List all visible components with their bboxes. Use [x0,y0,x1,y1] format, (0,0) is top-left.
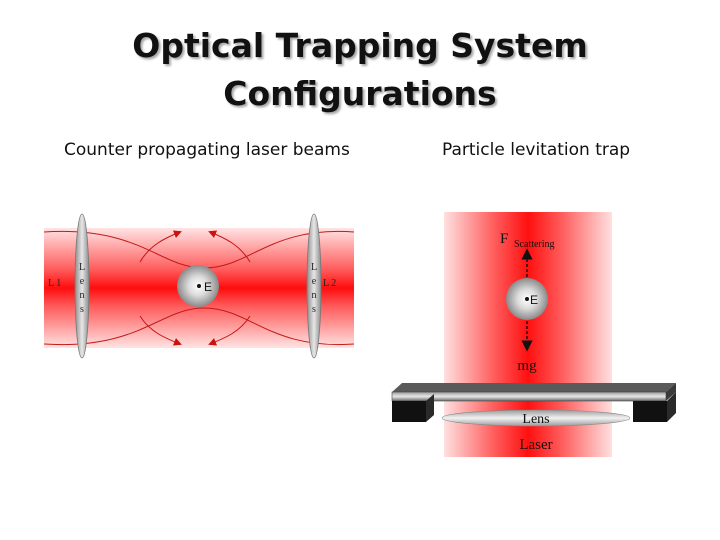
focusing-lens [441,409,631,427]
beam-profile-bottom [43,307,355,346]
stage-leg-left [392,401,426,422]
flow-arrow-top-left [139,230,182,263]
flow-arrow-bottom-left [139,315,182,346]
left-panel-caption: Counter propagating laser beams [64,140,350,160]
laser-label: Laser [519,437,552,453]
counter-propagating-diagram: L e n s L e n s L 1 L 2 E [43,213,355,359]
lens-right-letter-2: e [312,276,317,287]
lens-left-letter-3: n [80,290,85,301]
lens-right-letter-1: L [311,262,317,273]
title-line-2: Configurations [223,74,497,113]
flow-arrow-top-right [208,230,251,263]
lens-left-letter-4: s [80,304,84,315]
stage-leg-left-side [426,394,434,422]
stage-plate-side [666,383,676,401]
particle-left-dot [197,284,201,288]
particle-left-label: E [204,280,212,294]
lens-right-letter-4: s [312,304,316,315]
lens-left-letter-2: e [80,276,85,287]
levitation-trap-diagram: F Scattering E mg Lens Laser [391,212,676,457]
lens-right-letter-3: n [312,290,317,301]
lens-left [74,213,90,359]
lens-right [306,213,322,359]
force-subscript: Scattering [514,239,555,250]
stage-plate-top [392,383,676,392]
slide-title: Optical Trapping System Configurations [0,22,720,118]
title-line-1: Optical Trapping System [132,26,588,65]
flow-arrow-bottom-right [208,315,251,346]
lens-right-label: L 2 [323,278,336,289]
lens-label: Lens [522,412,549,427]
particle-right-label: E [530,293,538,307]
lens-left-letter-1: L [79,262,85,273]
right-panel-caption: Particle levitation trap [442,140,631,160]
particle-right-dot [525,297,529,301]
force-label: F [500,231,508,247]
stage-leg-right-side [667,392,676,422]
stage-leg-right [633,401,667,422]
gravity-label: mg [517,358,537,374]
lens-left-label: L 1 [48,278,61,289]
